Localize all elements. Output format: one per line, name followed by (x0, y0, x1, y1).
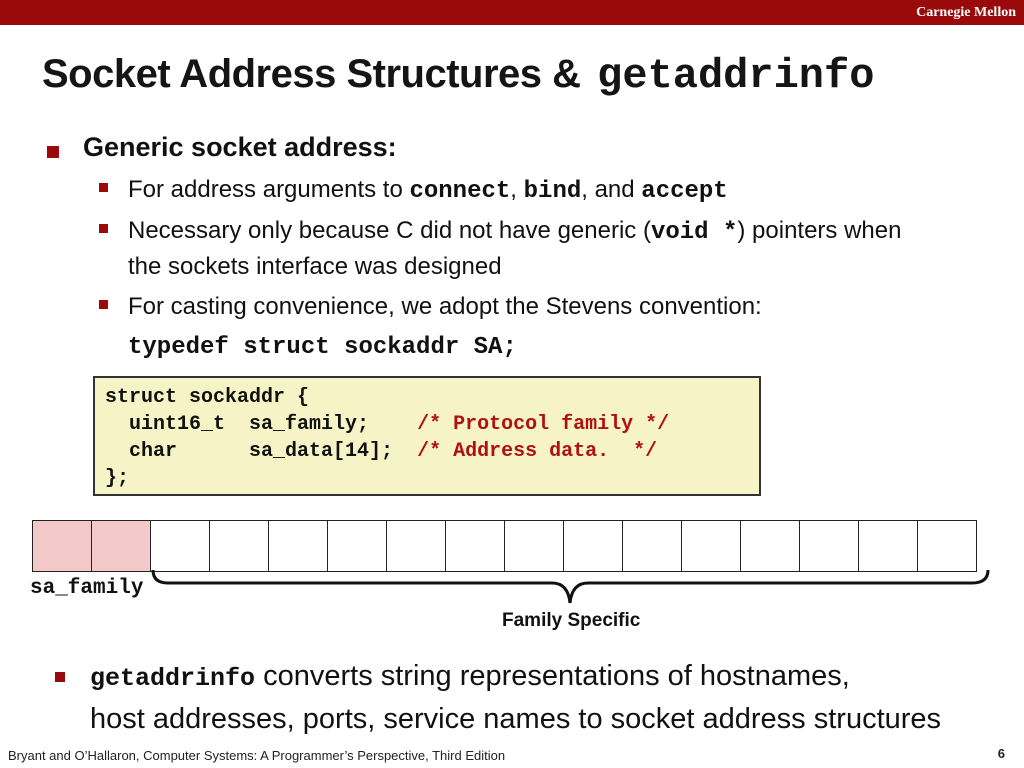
sub-bullet-icon (99, 300, 108, 309)
code-bind: bind (523, 178, 582, 205)
sa-family-byte-cell (91, 520, 151, 572)
getaddrinfo-bullet: getaddrinfo converts string representati… (90, 656, 941, 740)
footer-citation: Bryant and O’Hallaron, Computer Systems:… (8, 748, 506, 763)
code-text: char sa_data[14]; (105, 440, 418, 463)
bullet-square-icon (55, 672, 65, 682)
sub-bullet-necessary-line2: the sockets interface was designed (128, 253, 502, 280)
sub-bullet-icon (99, 183, 108, 192)
code-line: char sa_data[14]; /* Address data. */ (105, 440, 657, 463)
sa-data-byte-cell (681, 520, 741, 572)
code-line: uint16_t sa_family; /* Protocol family *… (105, 413, 669, 436)
sa-data-byte-cell (386, 520, 446, 572)
sub2-prefix: Necessary only because C did not have ge… (128, 217, 651, 244)
code-void-ptr: void * (650, 219, 738, 246)
getaddrinfo-line2: host addresses, ports, service names to … (90, 703, 942, 735)
sa-data-byte-cell (504, 520, 564, 572)
sa-data-byte-cell (268, 520, 328, 572)
code-text: uint16_t sa_family; (105, 413, 418, 436)
code-comment: /* Protocol family */ (417, 413, 670, 436)
code-line: struct sockaddr { (105, 386, 310, 409)
code-box: struct sockaddr { uint16_t sa_family; /*… (93, 376, 761, 496)
header-bar: Carnegie Mellon (0, 0, 1024, 25)
bullet-generic: Generic socket address: (83, 132, 397, 162)
getaddrinfo-line1: converts string representations of hostn… (255, 660, 850, 692)
sa-data-byte-cell (740, 520, 800, 572)
sub-bullet-icon (99, 224, 108, 233)
sub-bullet-stevens: For casting convenience, we adopt the St… (128, 293, 762, 320)
sa-data-byte-cell (563, 520, 623, 572)
typedef-line: typedef struct sockaddr SA; (128, 334, 517, 361)
sa-family-byte-cell (32, 520, 92, 572)
code-connect: connect (409, 178, 511, 205)
slide-title: Socket Address Structures & getaddrinfo (42, 52, 874, 100)
code-line: }; (105, 467, 130, 490)
sa-data-byte-cell (858, 520, 918, 572)
sub-bullet-necessary: Necessary only because C did not have ge… (128, 217, 901, 246)
sub1-sep1: , (510, 176, 524, 203)
sa-data-byte-cell (917, 520, 977, 572)
code-comment: /* Address data. */ (417, 440, 658, 463)
family-specific-label: Family Specific (502, 610, 641, 631)
sa-data-byte-cell (799, 520, 859, 572)
sub1-prefix: For address arguments to (128, 176, 410, 203)
page-number: 6 (997, 746, 1005, 761)
sa-data-byte-cell (445, 520, 505, 572)
sub1-sep2: , and (581, 176, 642, 203)
curly-brace-icon (151, 569, 990, 604)
sa-data-byte-cell (150, 520, 210, 572)
sa-family-label: sa_family (30, 577, 144, 600)
sa-data-byte-cell (209, 520, 269, 572)
sub2-suffix: ) pointers when (737, 217, 902, 244)
code-accept: accept (641, 178, 728, 205)
sa-data-byte-cell (327, 520, 387, 572)
sa-data-byte-cell (622, 520, 682, 572)
brand-logo: Carnegie Mellon (916, 5, 1016, 20)
title-code: getaddrinfo (597, 52, 875, 100)
byte-array-diagram (32, 520, 977, 572)
title-text: Socket Address Structures & (42, 52, 592, 96)
code-getaddrinfo: getaddrinfo (90, 664, 256, 693)
bullet-square-icon (47, 146, 59, 158)
sub-bullet-address-args: For address arguments to connect, bind, … (128, 176, 728, 205)
